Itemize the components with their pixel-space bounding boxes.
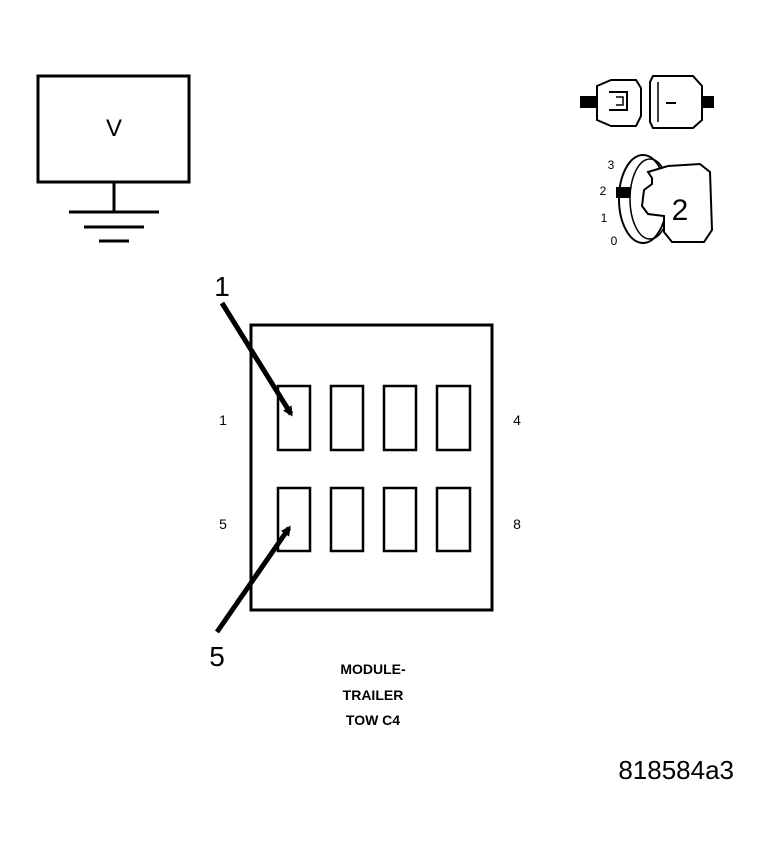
callout-upper-number: 1 bbox=[214, 271, 230, 302]
connector-caption: MODULE- TRAILER TOW C4 bbox=[340, 661, 406, 728]
pin-label-4: 4 bbox=[513, 412, 521, 428]
caption-line-2: TRAILER bbox=[343, 687, 404, 703]
pin-cavity-7 bbox=[382, 486, 418, 553]
ignition-switch-icon: 3 2 1 0 2 bbox=[600, 154, 714, 248]
ground-icon bbox=[69, 182, 159, 243]
ignition-selected-position: 2 bbox=[672, 194, 689, 227]
ignition-position-0: 0 bbox=[611, 234, 618, 248]
pin-cavity-3 bbox=[382, 384, 418, 452]
pin-label-1: 1 bbox=[219, 412, 227, 428]
voltmeter-symbol: V bbox=[106, 115, 122, 142]
pin-cavity-2 bbox=[329, 384, 365, 452]
ignition-position-2: 2 bbox=[600, 184, 607, 198]
pin-label-8: 8 bbox=[513, 516, 521, 532]
callout-upper: 1 bbox=[214, 271, 294, 417]
pin-cavity-8 bbox=[435, 486, 472, 553]
figure-id: 818584a3 bbox=[618, 755, 734, 785]
callout-lower: 5 bbox=[209, 525, 292, 672]
pin-label-5: 5 bbox=[219, 516, 227, 532]
pin-cavity-5 bbox=[276, 486, 312, 553]
connector-face bbox=[249, 323, 494, 612]
pin-cavity-1 bbox=[276, 384, 312, 452]
callout-lower-number: 5 bbox=[209, 641, 225, 672]
disconnect-connector-icon bbox=[580, 75, 714, 129]
pin-cavity-4 bbox=[435, 384, 472, 452]
callout-lower-arrow bbox=[214, 525, 292, 634]
callout-upper-arrow bbox=[219, 301, 294, 417]
voltmeter-icon: V bbox=[36, 74, 191, 243]
caption-line-3: TOW C4 bbox=[346, 712, 400, 728]
caption-line-1: MODULE- bbox=[340, 661, 406, 677]
pin-cavity-6 bbox=[329, 486, 365, 553]
ignition-position-1: 1 bbox=[601, 211, 608, 225]
ignition-position-3: 3 bbox=[608, 158, 615, 172]
